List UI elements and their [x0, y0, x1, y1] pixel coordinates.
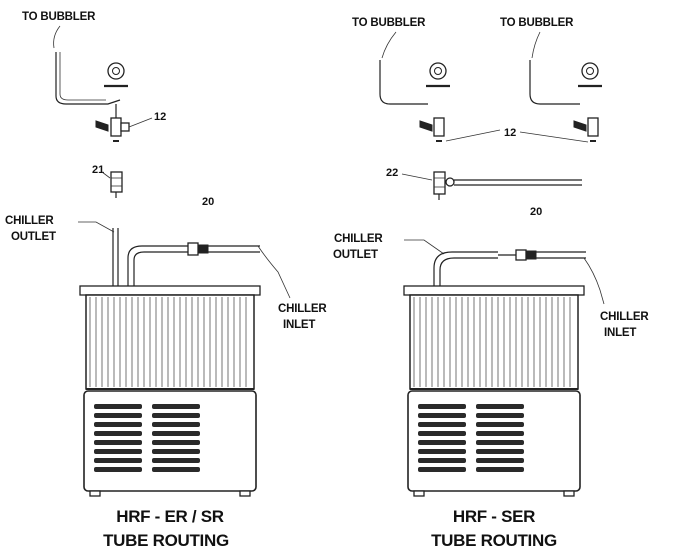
left-callout-20: 20 [202, 196, 214, 208]
right-bubbler-label-b: TO BUBBLER [500, 17, 574, 29]
right-caption-line1: HRF - SER [453, 507, 535, 526]
right-bubbler-label-a: TO BUBBLER [352, 17, 426, 29]
right-callout-12-leader-a [445, 129, 501, 142]
left-caption-line2: TUBE ROUTING [103, 531, 229, 550]
left-outlet-leader [78, 221, 115, 233]
right-inlet-hose [433, 249, 586, 286]
left-inlet-label-line1: CHILLER [278, 303, 327, 315]
right-chiller-unit [403, 285, 585, 497]
right-bubbler-nozzle-b [578, 62, 602, 88]
left-caption-line1: HRF - ER / SR [116, 507, 224, 526]
right-inlet-label-line2: INLET [604, 327, 636, 339]
right-inlet-label-line1: CHILLER [600, 311, 649, 323]
right-routing-diagram: TO BUBBLER TO BUBBLER 12 [333, 17, 650, 550]
left-fitting-21 [110, 171, 123, 198]
right-callout-12-leader-b [519, 131, 589, 143]
right-callout-12: 12 [504, 127, 516, 139]
right-callout-20: 20 [530, 206, 542, 218]
right-bubbler-housing-b [529, 60, 580, 105]
left-callout-12-leader [128, 117, 153, 128]
left-callout-21: 21 [92, 164, 104, 176]
right-callout-22: 22 [386, 167, 398, 179]
left-outlet-label-line2: OUTLET [11, 231, 56, 243]
left-bubbler-label: TO BUBBLER [22, 11, 96, 23]
right-outlet-label-line2: OUTLET [333, 249, 378, 261]
left-fitting-12 [95, 104, 130, 142]
left-bubbler-housing [55, 52, 121, 105]
right-fitting-22 [433, 171, 582, 200]
right-inlet-leader [583, 257, 605, 305]
right-bubbler-nozzle-a [426, 62, 450, 88]
left-routing-diagram: TO BUBBLER 12 21 20 [5, 11, 328, 550]
left-inlet-leader [257, 245, 291, 299]
left-inlet-hose [127, 242, 260, 286]
left-bubbler-nozzle [104, 62, 128, 88]
left-bubbler-leader [53, 25, 61, 49]
left-callout-12: 12 [154, 111, 166, 123]
right-bubbler-housing-a [379, 60, 428, 105]
left-outlet-pipe [112, 228, 119, 286]
left-inlet-label-line2: INLET [283, 319, 315, 331]
left-chiller-unit [79, 285, 261, 497]
right-caption-line2: TUBE ROUTING [431, 531, 557, 550]
left-outlet-label-line1: CHILLER [5, 215, 54, 227]
right-outlet-label-line1: CHILLER [334, 233, 383, 245]
right-fitting-12-a [419, 117, 445, 142]
right-outlet-leader [404, 239, 445, 255]
right-fitting-12-b [573, 117, 599, 142]
